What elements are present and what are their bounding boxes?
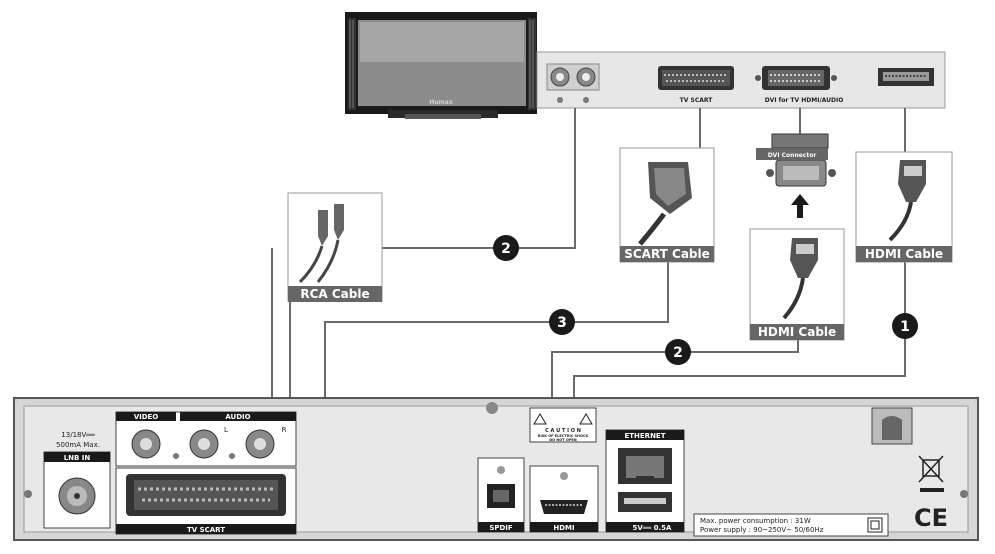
tv-hdmi-port	[878, 68, 934, 86]
receiver-tv-scart-port: TV SCART	[115, 467, 297, 535]
audio-label: AUDIO	[225, 413, 250, 421]
lnb-current-rating: 500mA Max.	[56, 441, 100, 449]
spdif-label: SPDIF	[489, 524, 513, 532]
svg-text:RISK OF ELECTRIC SHOCK: RISK OF ELECTRIC SHOCK	[538, 434, 589, 438]
caution-label: C A U T I O N RISK OF ELECTRIC SHOCK DO …	[529, 407, 597, 443]
power-supply-text: Power supply : 90~250V~ 50/60Hz	[700, 526, 824, 534]
audio-r-label: R	[282, 426, 287, 434]
scart-cable-label: SCART Cable	[624, 247, 710, 261]
tv: Humax	[345, 12, 537, 119]
hdmi-cable-card-dvi: HDMI Cable	[749, 228, 845, 341]
rca-plug-icon	[298, 204, 344, 284]
svg-text:3: 3	[557, 315, 567, 331]
spdif-port: SPDIF	[477, 457, 525, 533]
svg-text:2: 2	[501, 241, 511, 257]
ce-mark: CE	[914, 504, 948, 532]
receiver-rear-panel: 13/18V══ 500mA Max. LNB IN VIDEO AUDIO L	[13, 397, 979, 541]
tv-speaker-left	[348, 18, 356, 110]
lnb-in-label: LNB IN	[64, 454, 91, 462]
rca-cable-label: RCA Cable	[300, 287, 369, 301]
tv-brand-logo: Humax	[429, 99, 453, 106]
svg-text:2: 2	[673, 345, 683, 361]
usb-rating-label: 5V══ 0.5A	[633, 524, 673, 532]
receiver-tv-scart-label: TV SCART	[187, 526, 225, 534]
dvi-connector-label: DVI Connector	[768, 152, 817, 159]
audio-l-label: L	[224, 426, 228, 434]
svg-text:C A U T I O N: C A U T I O N	[545, 428, 581, 434]
receiver-hdmi-port: HDMI	[529, 465, 599, 533]
tv-back-panel: TV SCART DVI for TV HDMI/AUDIO	[536, 51, 946, 109]
hdmi-cable-card: HDMI Cable	[855, 151, 953, 263]
tv-rca-jacks	[546, 63, 600, 103]
hdmi-plug-icon	[782, 238, 818, 320]
power-consumption-text: Max. power consumption : 31W	[700, 517, 811, 525]
lnb-power-rating: 13/18V══	[61, 431, 95, 439]
arrow-up-icon	[791, 194, 809, 218]
tv-scart-label: TV SCART	[680, 97, 714, 104]
power-info-label: Max. power consumption : 31W Power suppl…	[693, 513, 889, 537]
receiver-hdmi-label: HDMI	[553, 524, 574, 532]
power-cord-socket	[871, 407, 913, 445]
ethernet-label: ETHERNET	[624, 432, 665, 440]
tv-speaker-right	[528, 18, 536, 110]
hdmi-cable-label: HDMI Cable	[865, 247, 943, 261]
hdmi-cable-dvi-label: HDMI Cable	[758, 325, 836, 339]
tv-dvi-label: DVI for TV HDMI/AUDIO	[765, 97, 844, 104]
video-label: VIDEO	[134, 413, 159, 421]
tv-scart-port: TV SCART	[658, 66, 734, 104]
step-2-rca-badge: 2	[493, 235, 519, 261]
scart-plug-icon	[638, 162, 692, 246]
lnb-in-port: 13/18V══ 500mA Max. LNB IN	[43, 431, 111, 529]
step-3-badge: 3	[549, 309, 575, 335]
weee-bin-icon	[918, 455, 944, 492]
hdmi-plug-icon	[888, 160, 926, 242]
step-2-hdmi-badge: 2	[665, 339, 691, 365]
svg-text:1: 1	[900, 319, 910, 335]
scart-cable-card: SCART Cable	[619, 147, 715, 263]
ethernet-usb-ports: ETHERNET 5V══ 0.5A	[605, 429, 685, 533]
step-1-badge: 1	[892, 313, 918, 339]
tv-dvi-port: DVI for TV HDMI/AUDIO	[755, 66, 843, 104]
svg-text:DO NOT OPEN: DO NOT OPEN	[549, 438, 577, 442]
av-outputs: VIDEO AUDIO L R	[115, 411, 297, 467]
dvi-connector-card: DVI Connector	[756, 133, 836, 218]
rca-cable-card: RCA Cable	[287, 192, 383, 302]
